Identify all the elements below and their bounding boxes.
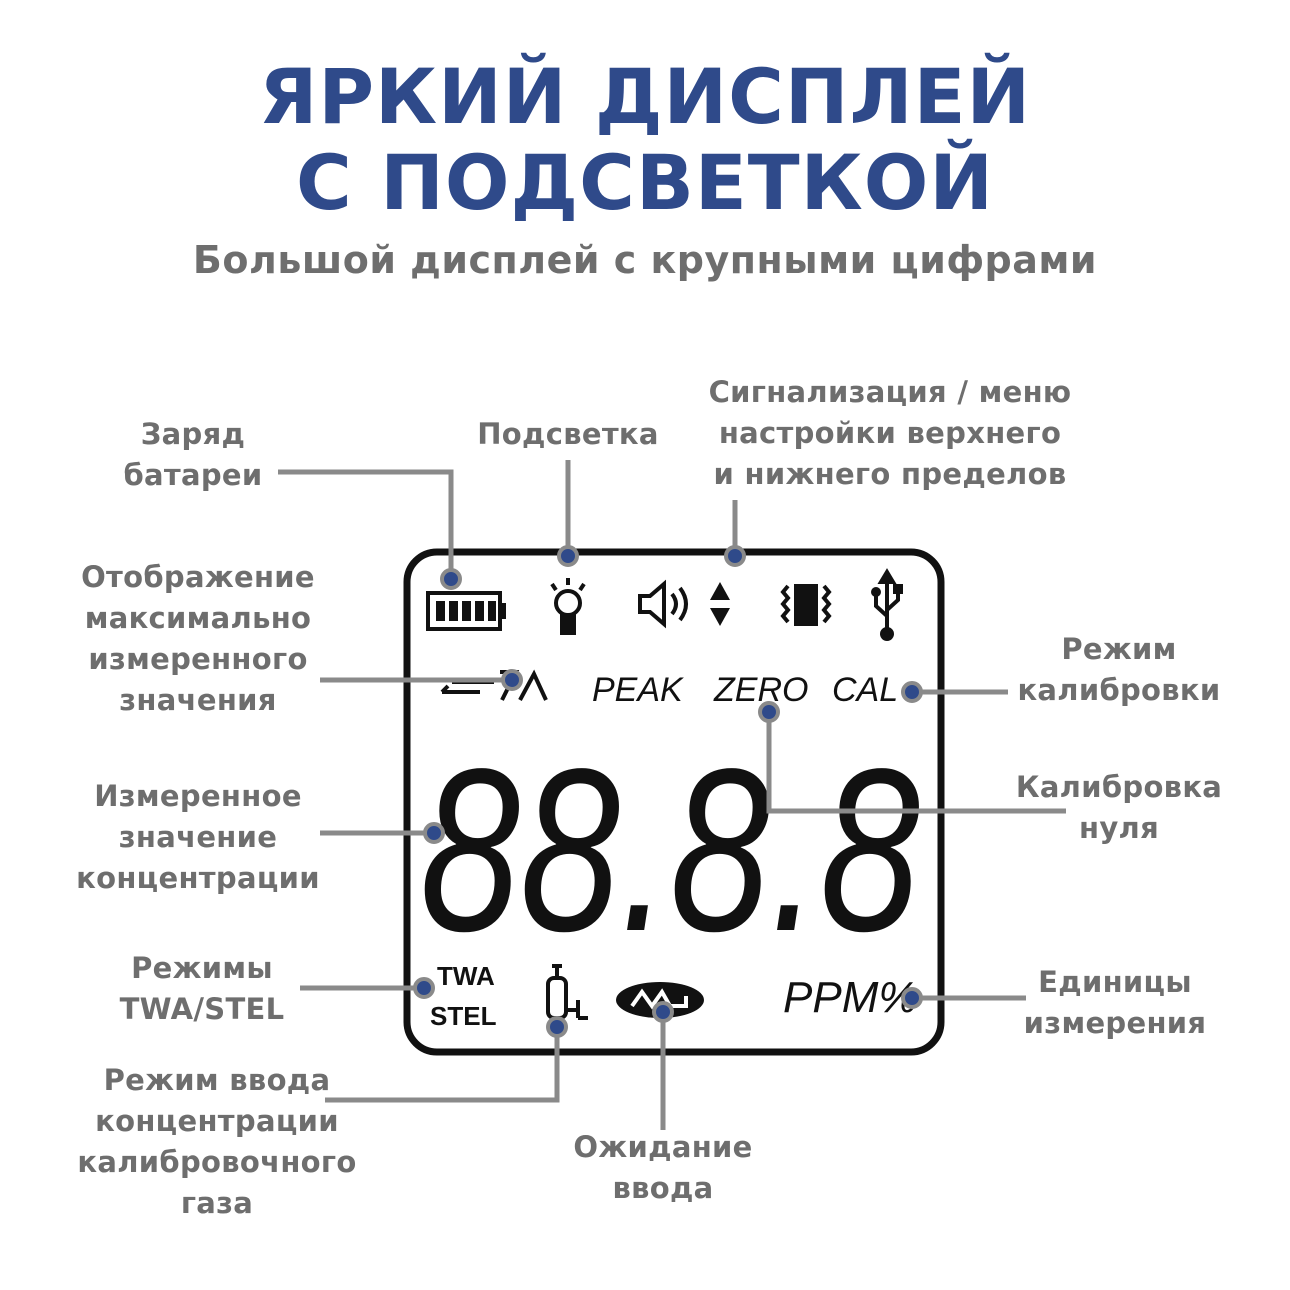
dot-alarm [724, 545, 746, 567]
page-subtitle: Большой дисплей с крупными цифрами [192, 238, 1098, 282]
lcd-frame [403, 548, 945, 1056]
dot-twa-stel [413, 977, 435, 999]
leader-cal-gas [325, 1027, 560, 1103]
lcd-stel-text: STEL [430, 1001, 497, 1031]
leader-lines [278, 460, 1066, 1130]
dot-backlight [557, 545, 579, 567]
dot-cal-gas [546, 1016, 568, 1038]
battery-icon [426, 591, 506, 631]
speaker-icon [638, 579, 688, 629]
lcd-units-text: PPM% [783, 973, 917, 1022]
lcd-zero-text: ZERO [713, 671, 808, 709]
dot-measured-value [423, 822, 445, 844]
wait-input-icon [616, 982, 704, 1018]
dot-battery [440, 568, 462, 590]
lcd-cal-text: CAL [832, 671, 898, 709]
page-title-line2: С ПОДСВЕТКОЙ [296, 138, 994, 227]
bulb-icon [550, 578, 586, 635]
lcd-twa-text: TWA [437, 961, 495, 991]
dot-units [901, 987, 923, 1009]
vibration-icon [780, 584, 832, 626]
leader-battery [278, 469, 454, 578]
dot-zero-calibration [758, 701, 780, 723]
arrows-updown-icon [710, 582, 730, 626]
dot-calibration-mode [901, 681, 923, 703]
leader-zero-calibration [766, 712, 1066, 814]
dot-max-value [501, 669, 523, 691]
lcd-digits: 88.8.8 [420, 721, 920, 980]
lcd-peak-text: PEAK [592, 671, 684, 709]
leader-dots [413, 545, 923, 1038]
dot-waiting [652, 1001, 674, 1023]
usb-icon [871, 568, 903, 641]
label-backlight: Подсветка [477, 417, 659, 451]
page-title-line1: ЯРКИЙ ДИСПЛЕЙ [258, 52, 1032, 141]
